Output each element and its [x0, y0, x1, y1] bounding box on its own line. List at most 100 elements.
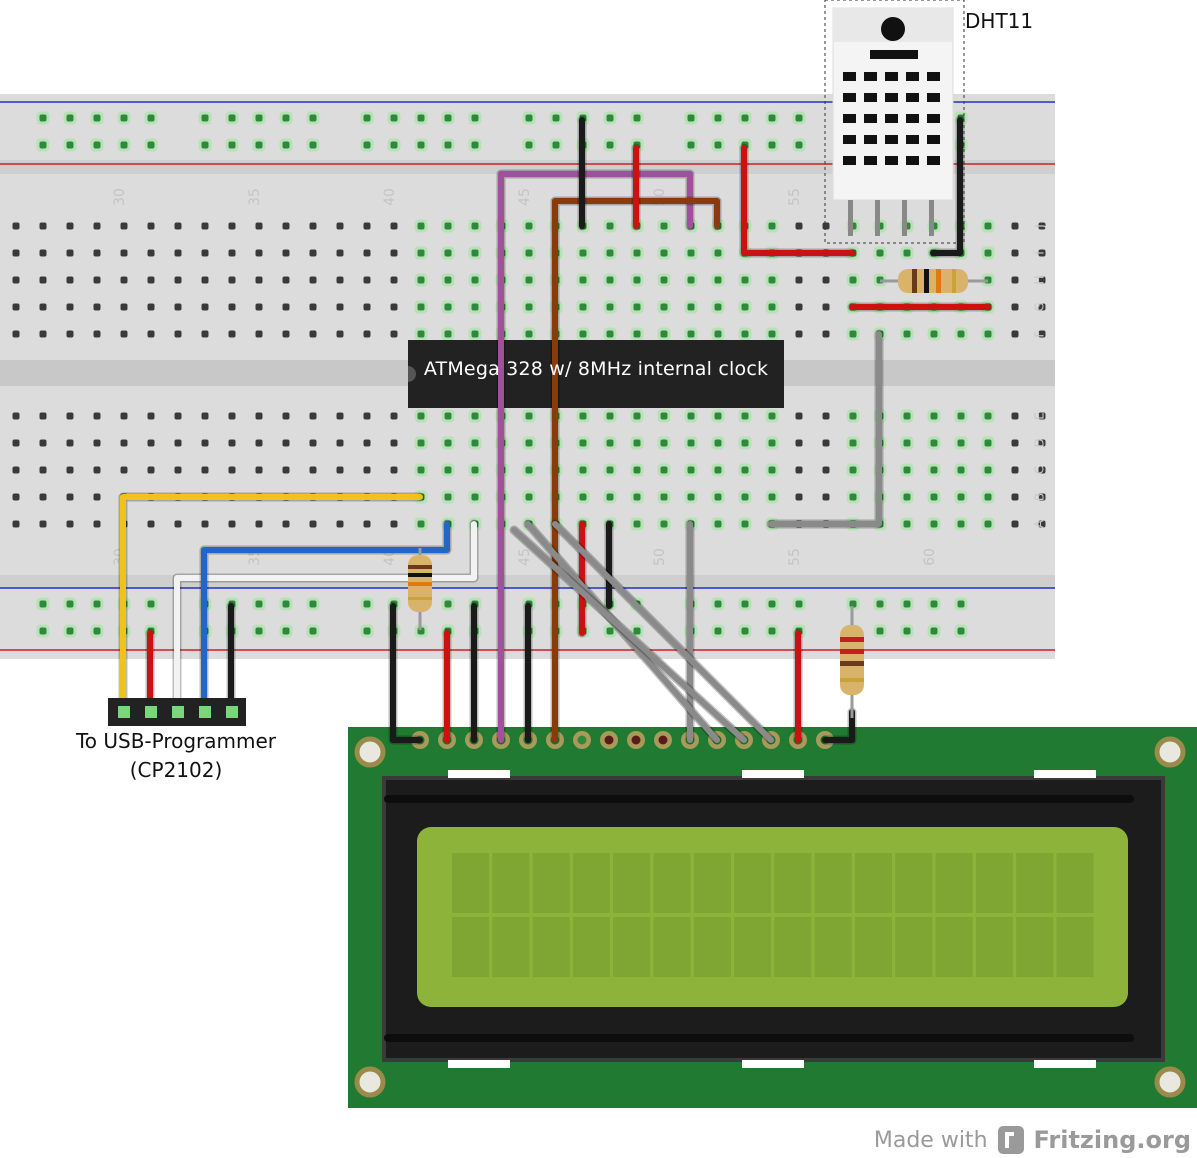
lcd-cell: [734, 917, 772, 977]
row-letter: C: [1033, 466, 1047, 474]
sensor-vent: [885, 114, 898, 123]
programmer-label-line1: To USB-Programmer: [75, 729, 277, 753]
wire-black: [390, 603, 423, 743]
sensor-vent: [906, 135, 919, 144]
lcd-cell: [895, 853, 933, 913]
lcd-cell: [492, 917, 530, 977]
sensor-vent: [843, 135, 856, 144]
wire-white: [174, 521, 477, 713]
column-number-top: 45: [517, 188, 533, 206]
wire-yellow: [120, 494, 423, 713]
sensor-vent: [864, 93, 877, 102]
sensor-vent: [864, 135, 877, 144]
sensor-vent: [927, 72, 940, 81]
column-number-bottom: 45: [517, 548, 533, 566]
lcd-cell: [734, 853, 772, 913]
lcd-cell: [814, 917, 852, 977]
chip-label: ATMega 328 w/ 8MHz internal clock: [423, 358, 769, 380]
sensor-vent: [843, 114, 856, 123]
lcd-cell: [532, 917, 570, 977]
lcd-cell: [653, 853, 691, 913]
dht11-sensor: [824, 0, 965, 244]
column-number-bottom: 60: [922, 548, 938, 566]
wire-gray: [511, 527, 747, 743]
sensor-vent: [906, 114, 919, 123]
sensor-vent: [843, 156, 856, 165]
wire-blue: [201, 521, 450, 713]
resistors: [408, 269, 988, 718]
watermark-brand: Fritzing.org: [1033, 1126, 1191, 1154]
programmer-header: [108, 698, 246, 726]
wire-red: [741, 145, 855, 256]
programmer-label: To USB-Programmer (CP2102): [60, 727, 292, 785]
column-number-top: 40: [382, 188, 398, 206]
wire-black: [930, 117, 963, 256]
lcd-cell: [975, 917, 1013, 977]
row-letter: B: [1033, 493, 1047, 501]
wire-black: [822, 709, 855, 743]
sensor-vent: [906, 156, 919, 165]
lcd-cell: [1016, 853, 1054, 913]
lcd-cell: [653, 917, 691, 977]
lcd-pin-center: [604, 735, 614, 745]
lcd-cell: [855, 853, 892, 913]
column-number-top: 55: [787, 188, 803, 206]
lcd-cell: [492, 853, 530, 913]
lcd-character-grid: [452, 853, 1094, 977]
lcd-cell: [774, 853, 812, 913]
lcd-cell: [693, 917, 731, 977]
header-pin: [145, 706, 157, 718]
sensor-vent: [885, 156, 898, 165]
wires: [118, 115, 993, 745]
sensor-vent: [885, 135, 898, 144]
row-letter: A: [1033, 519, 1047, 528]
sensor-vent: [843, 93, 856, 102]
sensor-vent: [885, 93, 898, 102]
lcd-cell: [814, 853, 852, 913]
row-letter: G: [1033, 302, 1047, 311]
resistor-backlight: [840, 606, 864, 718]
sensor-vent: [885, 72, 898, 81]
sensor-vent: [864, 156, 877, 165]
watermark-made-with: Made with: [873, 1127, 988, 1153]
column-number-bottom: 55: [787, 548, 803, 566]
lcd-cell: [935, 853, 973, 913]
lcd-cell: [452, 917, 489, 977]
sensor-vent: [927, 114, 940, 123]
lcd-cell: [774, 917, 812, 977]
lcd-cell: [613, 917, 651, 977]
header-pin: [172, 706, 184, 718]
atmega-chip: [408, 340, 784, 408]
programmer-label-line2: (CP2102): [129, 758, 223, 782]
fritzing-logo-icon: [997, 1126, 1024, 1154]
lcd-pin-center: [658, 735, 668, 745]
lcd-cell: [693, 853, 731, 913]
sensor-vent: [906, 93, 919, 102]
row-letter: H: [1033, 275, 1047, 284]
sensor-vent: [906, 72, 919, 81]
lcd-pin-center: [577, 735, 587, 745]
column-number-top: 30: [112, 188, 128, 206]
lcd-cell: [935, 917, 973, 977]
lcd-cell: [855, 917, 892, 977]
sensor-vent: [843, 72, 856, 81]
row-letter: F: [1033, 330, 1047, 337]
lcd-cell: [1016, 917, 1054, 977]
row-letter: J: [1033, 224, 1047, 229]
sensor-vent: [864, 72, 877, 81]
lcd-cell: [613, 853, 651, 913]
column-number-bottom: 50: [652, 548, 668, 566]
lcd-cell: [532, 853, 570, 913]
lcd-module: [348, 727, 1197, 1108]
sensor-label: DHT11: [965, 9, 1034, 33]
lcd-cell: [1056, 853, 1094, 913]
lcd-cell: [572, 853, 610, 913]
row-letter: I: [1033, 251, 1047, 255]
header-pin: [199, 706, 211, 718]
mounting-holes: [354, 736, 1186, 1098]
sensor-vent: [927, 93, 940, 102]
row-letter: D: [1033, 438, 1047, 447]
lcd-cell: [1056, 917, 1094, 977]
